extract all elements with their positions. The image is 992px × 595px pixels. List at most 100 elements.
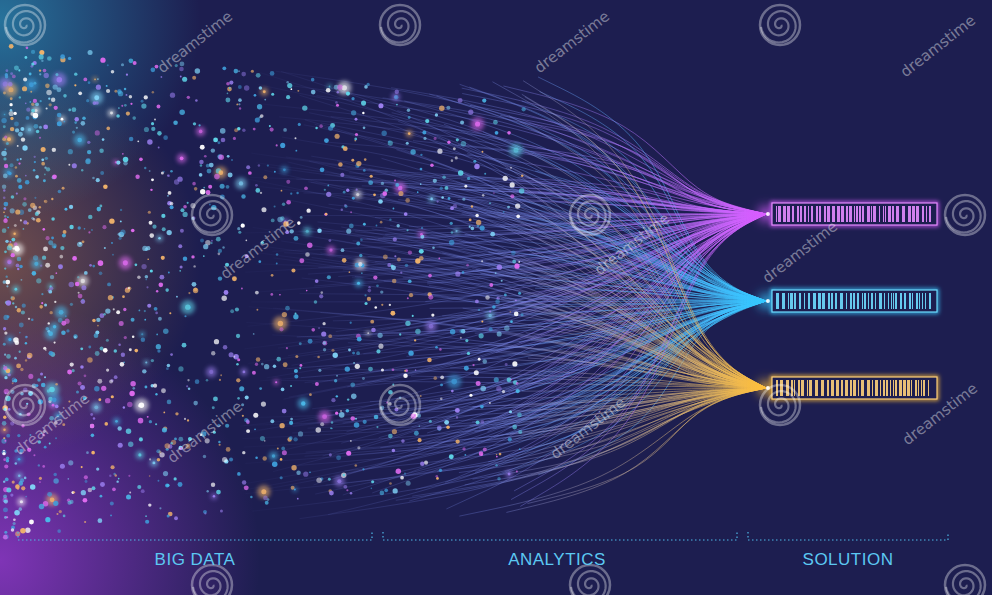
data-particle [7, 245, 12, 250]
data-particle [261, 207, 266, 212]
data-particle [392, 279, 396, 283]
data-particle [467, 352, 470, 355]
data-particle [53, 478, 58, 483]
particle-glow [327, 246, 335, 254]
data-particle [320, 422, 324, 426]
data-particle [36, 218, 41, 223]
data-particle [3, 480, 5, 482]
analytics-line [484, 344, 766, 388]
data-particle [158, 283, 163, 288]
barcode-stripe [892, 206, 894, 222]
data-particle [180, 229, 184, 233]
data-particle [144, 319, 146, 321]
data-particle [281, 190, 283, 192]
data-particle [406, 142, 409, 145]
data-particle [328, 126, 333, 131]
data-particle [341, 473, 346, 478]
data-particle [211, 240, 213, 242]
data-particle [3, 91, 6, 94]
data-particle [276, 357, 281, 362]
data-particle [20, 219, 22, 221]
data-particle [279, 327, 283, 331]
data-particle [74, 121, 77, 124]
data-particle [469, 218, 472, 221]
data-particle [225, 98, 230, 103]
particle-glow [454, 228, 460, 234]
data-particle [229, 87, 231, 89]
data-particle [131, 318, 135, 322]
data-particle [265, 501, 269, 505]
data-particle [64, 121, 66, 123]
data-particle [22, 202, 27, 207]
data-particle [241, 288, 243, 290]
focus-point [766, 212, 770, 216]
analytics-line [286, 157, 766, 301]
data-particle [121, 353, 125, 357]
data-particle [368, 289, 372, 293]
data-particle [137, 485, 141, 489]
data-particle [104, 422, 108, 426]
data-particle [132, 335, 135, 338]
data-particle [6, 459, 10, 463]
data-particle [222, 66, 226, 70]
data-particle [193, 265, 195, 267]
data-particle [82, 299, 84, 301]
data-particle [508, 437, 512, 441]
data-particle [337, 85, 342, 90]
data-particle [97, 325, 99, 327]
data-particle [503, 211, 505, 213]
data-particle [23, 78, 27, 82]
data-particle [163, 135, 168, 140]
data-particle [98, 518, 103, 523]
data-particle [315, 279, 319, 283]
data-particle [9, 103, 12, 106]
data-particle [15, 247, 20, 252]
data-particle [341, 248, 345, 252]
analytics-line [257, 214, 766, 292]
data-particle [311, 78, 315, 82]
data-particle [74, 84, 76, 86]
data-particle [1, 151, 6, 156]
data-particle [394, 255, 396, 257]
data-particle [84, 271, 88, 275]
data-particle [327, 275, 331, 279]
analytics-line [520, 122, 766, 214]
data-particle [151, 127, 155, 131]
analytics-line [437, 388, 766, 472]
data-particle [237, 227, 240, 230]
data-particle [8, 82, 13, 87]
data-particle [451, 159, 454, 162]
particle-glow [16, 473, 23, 480]
barcode-stripe [800, 206, 802, 222]
data-particle [400, 271, 402, 273]
data-particle [340, 173, 344, 177]
data-particle [11, 253, 15, 257]
data-particle [420, 233, 423, 236]
data-particle [356, 193, 359, 196]
data-particle [451, 231, 454, 234]
data-particle [35, 212, 39, 216]
data-particle [508, 473, 511, 476]
data-particle [373, 275, 377, 279]
data-particle [72, 107, 77, 112]
data-particle [376, 225, 378, 227]
data-particle [236, 103, 238, 105]
data-particle [6, 142, 9, 145]
data-particle [141, 100, 144, 103]
data-particle [408, 279, 412, 283]
data-particle [286, 200, 291, 205]
data-particle [286, 180, 290, 184]
data-particle [31, 50, 35, 54]
data-particle [116, 160, 120, 164]
barcode-stripe [799, 293, 801, 309]
data-particle [362, 112, 364, 114]
data-particle [262, 456, 266, 460]
data-particle [511, 250, 516, 255]
data-particle [478, 358, 481, 361]
data-particle [30, 203, 35, 208]
data-particle [141, 489, 145, 493]
barcode-stripe [804, 293, 805, 309]
data-particle [93, 101, 97, 105]
data-particle [18, 475, 21, 478]
